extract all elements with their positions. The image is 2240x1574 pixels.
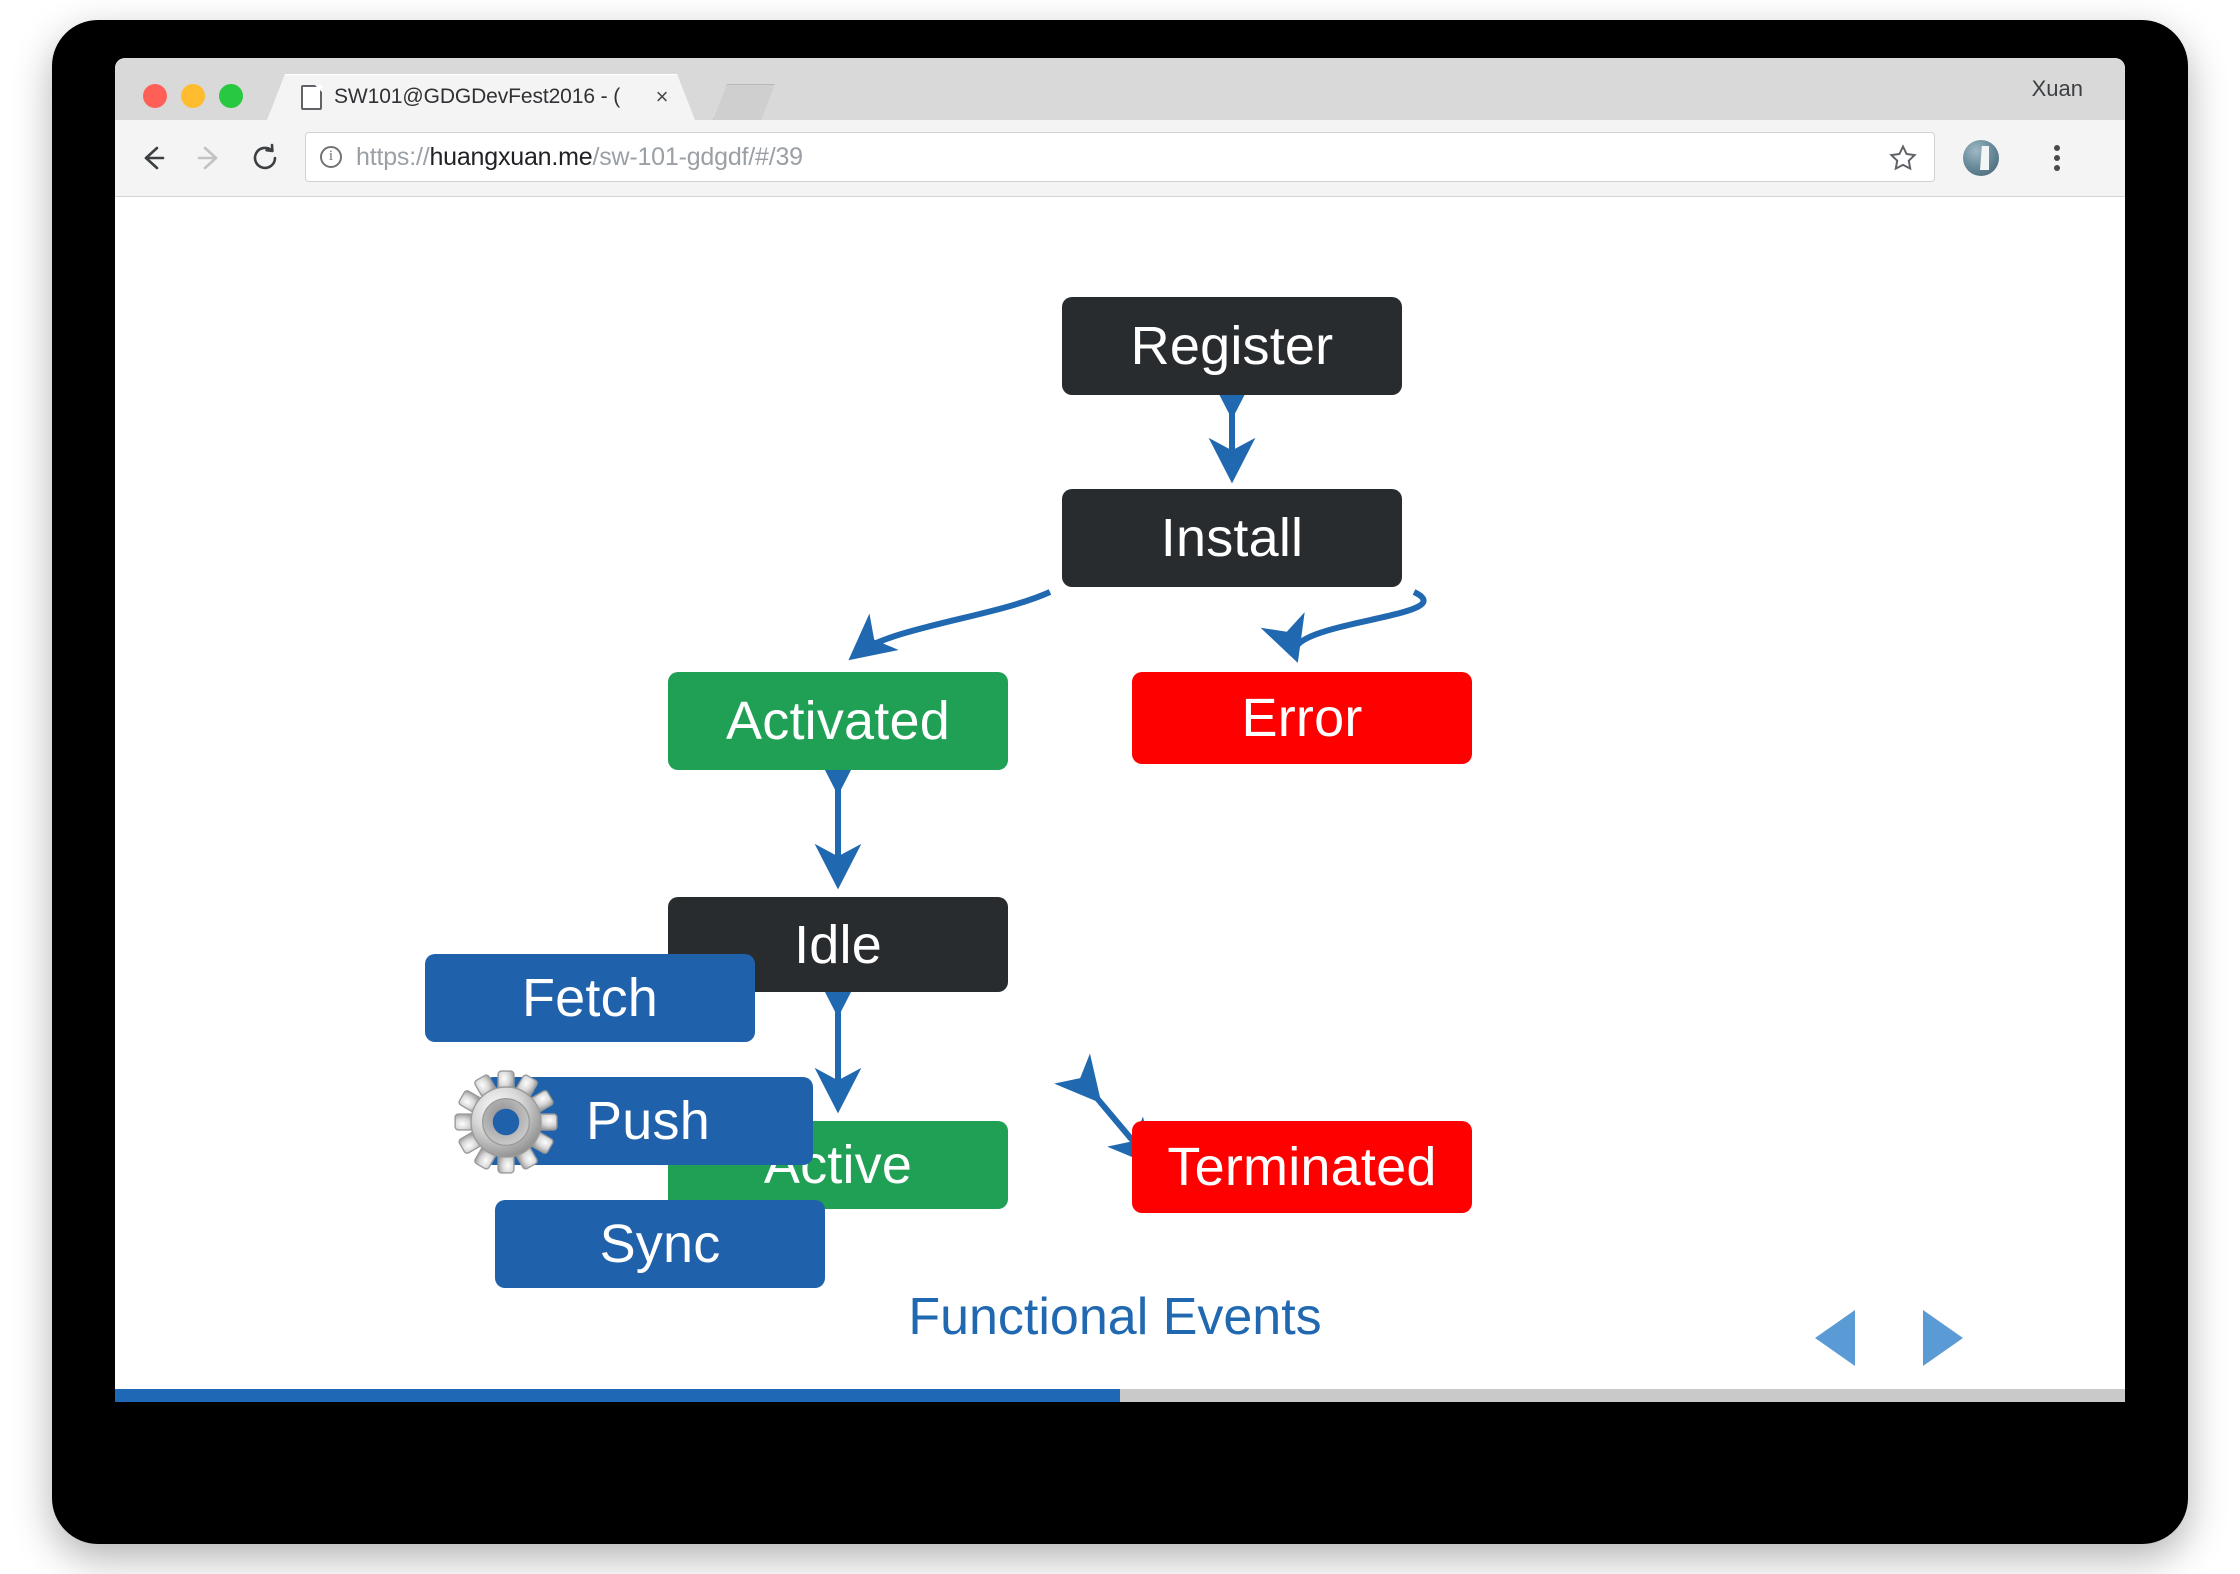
bookmark-star-icon[interactable] [1888, 143, 1918, 173]
menu-dot [2054, 165, 2060, 171]
node-terminated[interactable]: Terminated [1132, 1121, 1472, 1213]
close-icon[interactable]: × [655, 84, 669, 109]
url-path: /sw-101-gdgdf/#/39 [592, 142, 803, 171]
triangle-right-icon[interactable] [1923, 1310, 1963, 1366]
node-install[interactable]: Install [1062, 489, 1402, 587]
triangle-left-icon[interactable] [1815, 1310, 1855, 1366]
diagram-edges [814, 373, 1427, 1167]
forward-arrow-icon[interactable] [187, 136, 231, 180]
url-scheme: https:// [356, 142, 430, 171]
reload-icon[interactable] [243, 136, 287, 180]
node-register[interactable]: Register [1062, 297, 1402, 395]
three-dot-menu-icon[interactable] [2037, 138, 2077, 178]
tab-title: SW101@GDGDevFest2016 - ( [334, 85, 621, 108]
url-host: huangxuan.me [429, 142, 593, 171]
window-minimize-button[interactable] [181, 84, 205, 108]
slide-progress-fill [115, 1389, 1120, 1402]
page-icon [301, 84, 322, 110]
browser-toolbar: https://huangxuan.me/sw-101-gdgdf/#/39 [115, 120, 2125, 197]
tab-inactive[interactable] [713, 84, 775, 120]
slide-service-worker-lifecycle: Register Install Activated Error Idle Ac… [115, 197, 2125, 1389]
node-fetch[interactable]: Fetch [425, 954, 755, 1042]
window-close-button[interactable] [143, 84, 167, 108]
window-zoom-button[interactable] [219, 84, 243, 108]
browser-window: SW101@GDGDevFest2016 - ( × Xuan https://… [115, 58, 2125, 1402]
back-arrow-icon[interactable] [131, 136, 175, 180]
slide-progress-track[interactable] [115, 1389, 2125, 1402]
node-error[interactable]: Error [1132, 672, 1472, 764]
url-text: https://huangxuan.me/sw-101-gdgdf/#/39 [356, 143, 803, 172]
page-viewport: Register Install Activated Error Idle Ac… [115, 197, 2125, 1402]
menu-dot [2054, 145, 2060, 151]
info-circle-icon[interactable] [320, 146, 342, 168]
url-bar[interactable]: https://huangxuan.me/sw-101-gdgdf/#/39 [305, 132, 1935, 182]
slide-caption: Functional Events [908, 1288, 1322, 1346]
lighthouse-extension-icon[interactable] [1963, 140, 1999, 176]
profile-name[interactable]: Xuan [2031, 76, 2083, 101]
menu-dot [2054, 155, 2060, 161]
node-sync[interactable]: Sync [495, 1200, 825, 1288]
node-activated[interactable]: Activated [668, 672, 1008, 770]
tab-active[interactable]: SW101@GDGDevFest2016 - ( × [267, 74, 695, 120]
tab-strip: SW101@GDGDevFest2016 - ( × Xuan [115, 58, 2125, 120]
node-push[interactable]: Push [483, 1077, 813, 1165]
